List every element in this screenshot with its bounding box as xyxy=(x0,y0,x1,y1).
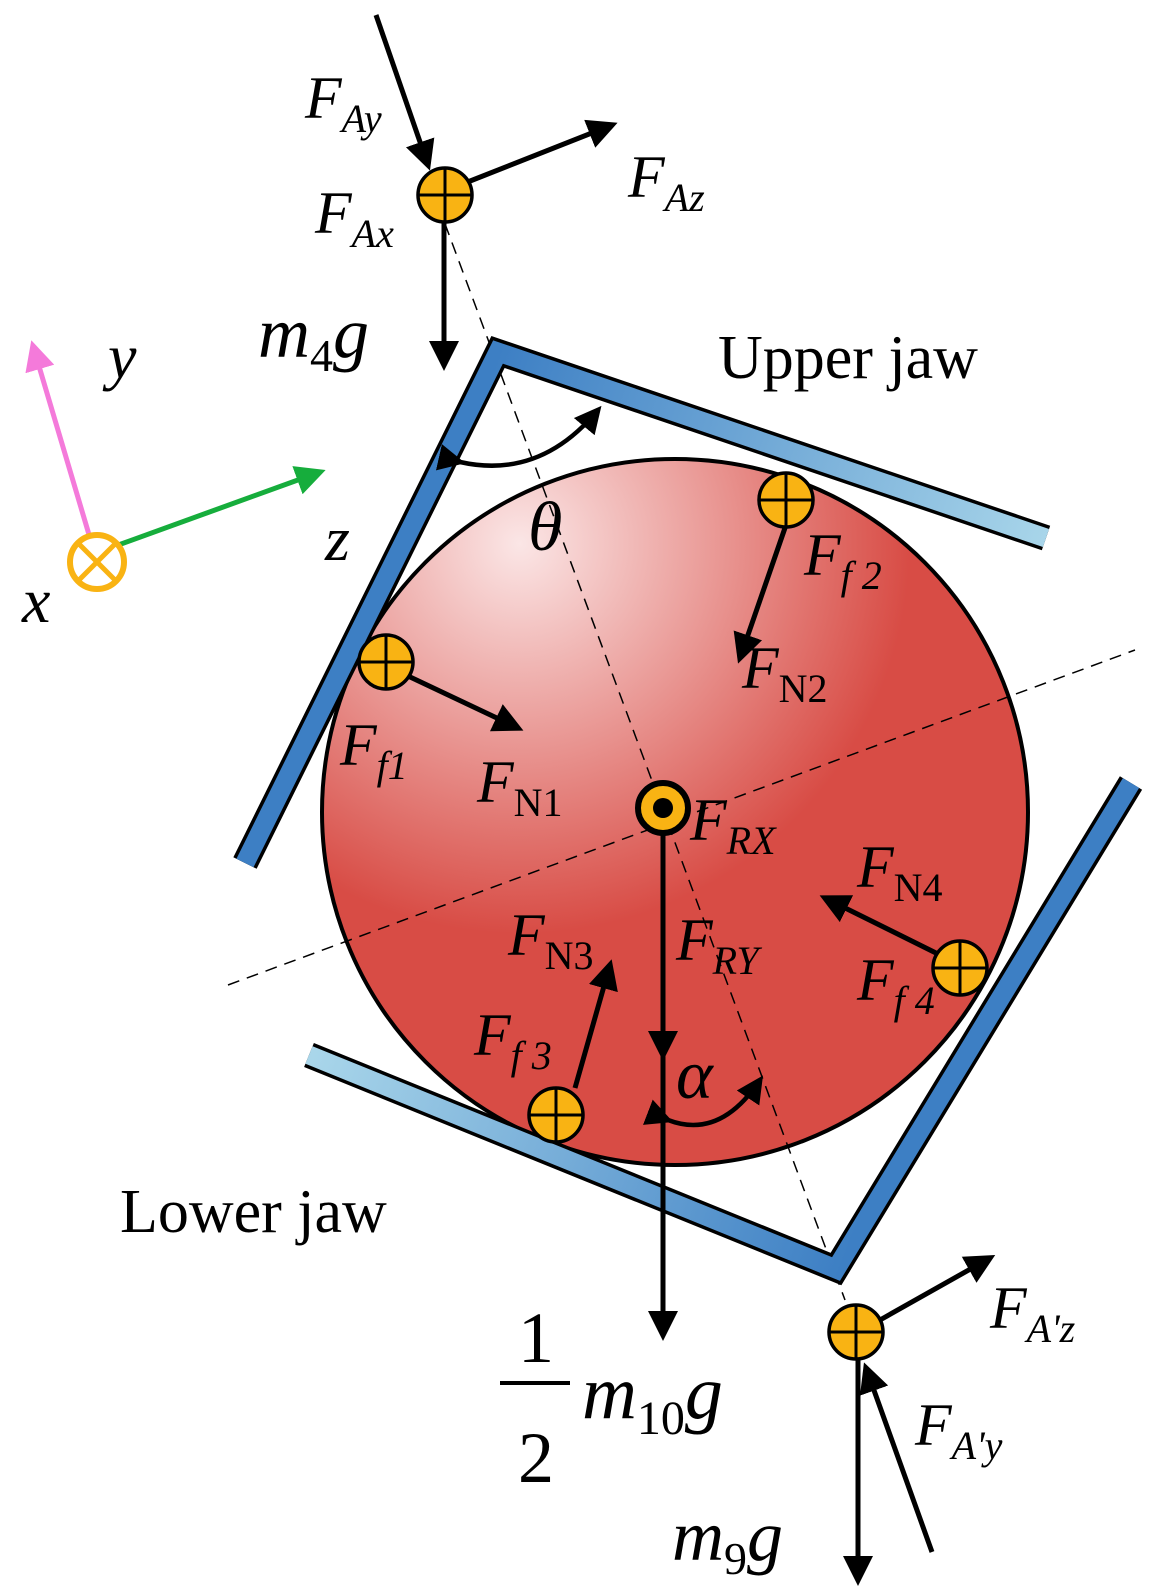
axis-x-into-page-icon xyxy=(67,532,127,592)
label-Ff2: Ff 2 xyxy=(803,522,882,598)
theta-arc xyxy=(435,405,602,471)
contact-point-3-icon xyxy=(527,1086,585,1144)
theta-label: θ xyxy=(528,489,562,566)
contact-point-1-icon xyxy=(357,633,415,691)
label-FAz: FAz xyxy=(627,144,705,220)
dashed-axis-line-1 xyxy=(437,204,846,1301)
lower-jaw-label: Lower jaw xyxy=(120,1178,387,1246)
label-m9g: m9g xyxy=(672,1496,783,1584)
label-FRY: FRY xyxy=(675,907,762,983)
label-FAy: FAy xyxy=(304,65,382,141)
center-out-of-page-icon xyxy=(635,780,691,836)
contact-point-2-icon xyxy=(757,471,815,529)
label-half-m10g: 1 2 m10g xyxy=(500,1298,723,1498)
arrow-FAz xyxy=(459,119,618,188)
label-FRX: FRX xyxy=(689,787,777,863)
label-FApz: FA'z xyxy=(989,1275,1076,1351)
label-FN2: FN2 xyxy=(741,635,828,711)
axis-z-label: z xyxy=(324,503,350,574)
contact-points xyxy=(357,166,989,1361)
alpha-arc xyxy=(642,1075,763,1128)
label-Ff3: Ff 3 xyxy=(473,1002,552,1078)
arrow-FAy xyxy=(373,14,435,171)
axis-y-arrow xyxy=(25,340,93,539)
contact-point-A-icon xyxy=(416,166,474,224)
label-Ff4: Ff 4 xyxy=(856,947,935,1023)
arrow-FApz xyxy=(878,1255,996,1323)
svg-text:m10g: m10g xyxy=(582,1351,723,1445)
upper-jaw-label: Upper jaw xyxy=(718,324,978,392)
arrow-FApy xyxy=(859,1362,935,1553)
upper-jaw xyxy=(233,336,1051,869)
label-FApy: FA'y xyxy=(914,1392,1003,1468)
axis-z-arrow xyxy=(109,466,326,551)
label-FN4: FN4 xyxy=(856,834,943,910)
svg-text:2: 2 xyxy=(518,1418,554,1498)
label-FN3: FN3 xyxy=(507,902,594,978)
coordinate-frame xyxy=(25,340,326,592)
axis-y-label: y xyxy=(102,321,137,392)
arrow-FN4 xyxy=(819,895,942,958)
arrow-FN1 xyxy=(406,673,524,732)
arrow-FN2 xyxy=(733,524,789,664)
contact-point-Aprime-icon xyxy=(827,1303,885,1361)
svg-text:1: 1 xyxy=(518,1298,554,1378)
contact-point-4-icon xyxy=(931,939,989,997)
label-m4g: m4g xyxy=(258,293,369,381)
axis-x-label: x xyxy=(21,565,50,636)
arrow-FN3 xyxy=(572,959,618,1089)
lower-jaw xyxy=(304,776,1143,1286)
label-FN1: FN1 xyxy=(476,749,563,825)
alpha-label: α xyxy=(676,1037,714,1114)
label-Ff1: Ff1 xyxy=(339,712,408,788)
label-FAx: FAx xyxy=(314,180,394,256)
